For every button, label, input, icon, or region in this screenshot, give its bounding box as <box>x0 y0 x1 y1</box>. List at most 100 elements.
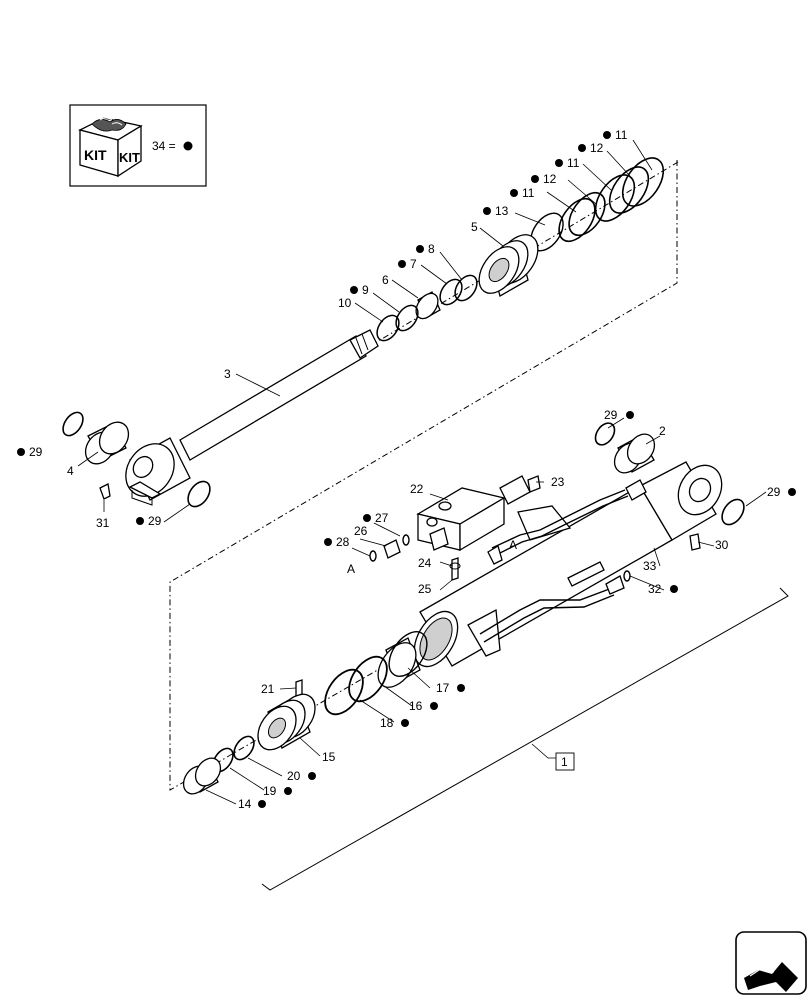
callout-32: 32 <box>648 582 678 596</box>
svg-text:29: 29 <box>148 514 162 528</box>
callout-20: 20 <box>287 769 316 783</box>
barrel-bushing <box>613 433 656 474</box>
svg-text:29: 29 <box>604 408 618 422</box>
callout-29-c: 29 <box>604 408 634 422</box>
kit-legend: KIT KIT 34 = <box>69 104 207 187</box>
callout-31: 31 <box>96 516 110 530</box>
callout-12-a: 12 <box>578 141 604 155</box>
kit-legend-label: 34 = <box>152 139 176 153</box>
dashed-outline <box>169 160 681 791</box>
svg-text:28: 28 <box>336 535 350 549</box>
rod-end-ring-right <box>187 480 211 508</box>
hydraulic-pipe <box>479 489 629 643</box>
svg-text:12: 12 <box>590 141 604 155</box>
kit-box-text-right: KIT <box>119 150 140 165</box>
washer-24 <box>449 562 461 570</box>
callout-14: 14 <box>238 797 266 811</box>
callout-11-a: 11 <box>603 128 628 142</box>
callout-18: 18 <box>380 716 409 730</box>
callout-23: 23 <box>551 475 565 489</box>
svg-text:12: 12 <box>543 172 557 186</box>
connection-label-a-left: A <box>347 562 355 576</box>
callout-26: 26 <box>354 524 368 538</box>
piston-head <box>478 234 539 297</box>
callout-11-b: 11 <box>555 156 580 170</box>
svg-text:9: 9 <box>362 283 369 297</box>
kit-box-text-left: KIT <box>84 147 107 163</box>
leader-lines <box>77 139 767 805</box>
callout-2: 2 <box>659 424 666 438</box>
oring-32 <box>623 570 631 582</box>
callout-8: 8 <box>416 242 435 256</box>
callout-labels: 11 12 11 12 11 13 5 8 7 6 9 10 3 29 4 31… <box>17 128 796 811</box>
oring-28 <box>369 550 377 562</box>
rod-end-bushing <box>84 421 130 465</box>
oring-27 <box>402 534 410 546</box>
barrel-ring-top <box>594 422 616 446</box>
svg-text:11: 11 <box>615 128 628 142</box>
svg-text:14: 14 <box>238 797 252 811</box>
kit-legend-dot <box>183 141 193 151</box>
barrel-ring-right <box>721 498 745 526</box>
svg-text:20: 20 <box>287 769 301 783</box>
piston-rod <box>125 329 379 506</box>
callout-1: 1 <box>555 752 575 771</box>
ring-20 <box>233 735 255 761</box>
callout-3: 3 <box>224 367 231 381</box>
seal-stack-top <box>530 157 665 252</box>
svg-text:13: 13 <box>495 204 509 218</box>
callout-15: 15 <box>322 750 336 764</box>
callout-12-b: 12 <box>531 172 557 186</box>
svg-text:16: 16 <box>409 699 423 713</box>
svg-text:1: 1 <box>561 755 568 769</box>
callout-33: 33 <box>643 559 657 573</box>
fitting-26 <box>383 539 401 559</box>
svg-text:32: 32 <box>648 582 662 596</box>
next-page-arrow-icon[interactable] <box>735 931 807 995</box>
svg-text:29: 29 <box>767 485 781 499</box>
svg-text:18: 18 <box>380 716 394 730</box>
plug-23 <box>527 475 541 493</box>
svg-text:11: 11 <box>522 186 535 200</box>
svg-text:17: 17 <box>436 681 450 695</box>
callout-13: 13 <box>483 204 509 218</box>
piston-15 <box>257 693 316 751</box>
svg-text:27: 27 <box>375 511 389 525</box>
callout-6: 6 <box>382 273 389 287</box>
bushing-14 <box>182 757 222 795</box>
cylinder-barrel <box>413 461 723 668</box>
seal-stack-bottom <box>324 631 428 716</box>
valve-block <box>416 475 531 552</box>
callout-16: 16 <box>409 699 438 713</box>
callout-9: 9 <box>350 283 369 297</box>
callout-29-b: 29 <box>136 514 162 528</box>
svg-text:29: 29 <box>29 445 43 459</box>
callout-29-d: 29 <box>767 485 796 499</box>
callout-19: 19 <box>263 784 292 798</box>
callout-30: 30 <box>715 538 729 552</box>
callout-29-a: 29 <box>17 445 43 459</box>
callout-24: 24 <box>418 556 432 570</box>
rod-rings <box>376 274 478 342</box>
assembly-bracket-1 <box>261 587 789 891</box>
rod-end-ring-left <box>62 411 84 437</box>
svg-text:8: 8 <box>428 242 435 256</box>
callout-22: 22 <box>410 482 424 496</box>
callout-5: 5 <box>471 220 478 234</box>
callout-25: 25 <box>418 582 432 596</box>
callout-21: 21 <box>261 682 275 696</box>
pin-21 <box>295 679 303 697</box>
svg-text:7: 7 <box>410 257 417 271</box>
grease-fitting-30 <box>689 533 701 551</box>
callout-7: 7 <box>398 257 417 271</box>
svg-text:19: 19 <box>263 784 277 798</box>
connection-label-a-right: A <box>509 538 517 552</box>
callout-27: 27 <box>363 511 389 525</box>
grease-fitting-31 <box>99 483 111 500</box>
kit-box-icon: KIT KIT <box>78 117 143 178</box>
callout-28: 28 <box>324 535 350 549</box>
callout-4: 4 <box>67 464 74 478</box>
callout-17: 17 <box>436 681 465 695</box>
callout-11-c: 11 <box>510 186 535 200</box>
